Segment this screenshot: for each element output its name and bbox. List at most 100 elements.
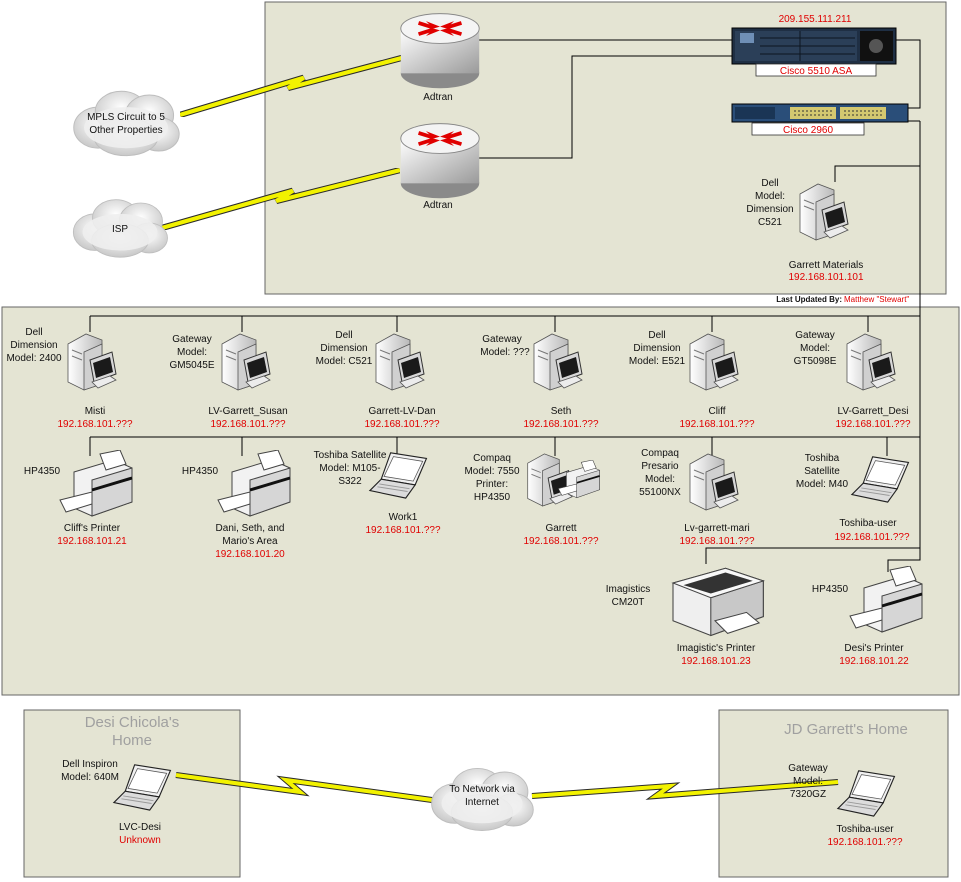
garrett-ip: 192.168.101.??? [523, 536, 599, 547]
dan-model-1: Dell [335, 330, 352, 341]
misti-model-2: Dimension [10, 340, 57, 351]
jd-home-name: Toshiba-user [836, 824, 894, 835]
garrett-model-4: HP4350 [474, 492, 511, 503]
internet-cloud-label-2: Internet [465, 797, 499, 808]
toshiba-model-2: Satellite [804, 466, 840, 477]
imagistics-ip: 192.168.101.23 [681, 656, 751, 667]
dan-model-2: Dimension [320, 343, 367, 354]
cloud-icon [73, 90, 180, 157]
area-printer-name-1: Dani, Seth, and [216, 523, 285, 534]
garrett-materials-model-3: Dimension [746, 204, 793, 215]
cliff-model-1: Dell [648, 330, 665, 341]
jd-home-model-3: 7320GZ [790, 789, 826, 800]
dan-model-3: Model: C521 [316, 356, 373, 367]
mari-name: Lv-garrett-mari [684, 523, 750, 534]
cliff-name: Cliff [708, 406, 725, 417]
desi-home: Desi Chicola's Home Dell Inspiron Model:… [61, 714, 179, 846]
garrett-name: Garrett [545, 523, 576, 534]
cliff-model-2: Dimension [633, 343, 680, 354]
area-printer-model: HP4350 [182, 466, 219, 477]
firewall-icon [731, 27, 897, 65]
internet-link-right [531, 779, 839, 800]
toshiba-name: Toshiba-user [839, 518, 897, 529]
asa-label-box [755, 63, 877, 77]
desi-printer-ip: 192.168.101.22 [839, 656, 909, 667]
mari-ip: 192.168.101.??? [679, 536, 755, 547]
cliffs-printer-model: HP4350 [24, 466, 61, 477]
susan-model-1: Gateway [172, 334, 211, 345]
susan-model-3: GM5045E [169, 360, 214, 371]
internet-cloud-label-1: To Network via [449, 784, 515, 795]
mari-model-4: 55100NX [639, 487, 681, 498]
misti-model-1: Dell [25, 327, 42, 338]
susan-ip: 192.168.101.??? [210, 419, 286, 430]
susan-model-2: Model: [177, 347, 207, 358]
asa-ip: 209.155.111.211 [779, 14, 852, 25]
work1-name: Work1 [389, 512, 418, 523]
desi-pc-model-1: Gateway [795, 330, 834, 341]
mari-model-1: Compaq [641, 448, 679, 459]
desi-home-model-1: Dell Inspiron [62, 759, 118, 770]
lan-row-3: Imagistics CM20T Imagistic's Printer 192… [606, 566, 924, 667]
desi-home-title-2: Home [112, 732, 152, 749]
jd-home-title: JD Garrett's Home [784, 721, 908, 738]
internet-link-left [175, 772, 433, 803]
garrett-materials-name: Garrett Materials [789, 260, 863, 271]
router-icon [398, 11, 482, 91]
imagistics-model-2: CM20T [612, 597, 645, 608]
jd-home-ip: 192.168.101.??? [827, 837, 903, 848]
cliff-ip: 192.168.101.??? [679, 419, 755, 430]
desi-pc-name: LV-Garrett_Desi [838, 406, 909, 417]
misti-model-3: Model: 2400 [6, 353, 61, 364]
asa-label: Cisco 5510 ASA [780, 66, 853, 77]
work1-model-2: Model: M105- [319, 463, 380, 474]
switch-label-box [751, 122, 865, 136]
misti-name: Misti [85, 406, 106, 417]
toshiba-model-1: Toshiba [805, 453, 840, 464]
misti-ip: 192.168.101.??? [57, 419, 133, 430]
cliffs-printer-ip: 192.168.101.21 [57, 536, 127, 547]
desi-printer-model: HP4350 [812, 584, 849, 595]
desi-home-title-1: Desi Chicola's [85, 714, 180, 731]
router-bottom-label: Adtran [423, 200, 452, 211]
jd-home-model-1: Gateway [788, 763, 827, 774]
garrett-model-3: Printer: [476, 479, 508, 490]
mari-model-2: Presario [641, 461, 679, 472]
lan-row-1: Dell Dimension Model: 2400 Misti 192.168… [6, 327, 910, 430]
garrett-materials-ip: 192.168.101.101 [788, 272, 864, 283]
work1-model-1: Toshiba Satellite [314, 450, 387, 461]
desi-home-name: LVC-Desi [119, 822, 161, 833]
work1-model-3: S322 [338, 476, 362, 487]
seth-name: Seth [551, 406, 572, 417]
network-links [89, 39, 921, 572]
desi-home-model-2: Model: 640M [61, 772, 119, 783]
switch-label: Cisco 2960 [783, 125, 833, 136]
cliff-model-3: Model: E521 [629, 356, 686, 367]
toshiba-model-3: Model: M40 [796, 479, 849, 490]
router-icon [398, 121, 482, 201]
susan-name: LV-Garrett_Susan [208, 406, 287, 417]
jd-home-model-2: Model: [793, 776, 823, 787]
imagistics-model-1: Imagistics [606, 584, 650, 595]
work1-ip: 192.168.101.??? [365, 525, 441, 536]
seth-ip: 192.168.101.??? [523, 419, 599, 430]
area-printer-ip: 192.168.101.20 [215, 549, 285, 560]
mari-model-3: Model: [645, 474, 675, 485]
jd-home-panel [718, 709, 949, 878]
desi-pc-model-3: GT5098E [794, 356, 837, 367]
dan-name: Garrett-LV-Dan [368, 406, 435, 417]
garrett-materials-model-2: Model: [755, 191, 785, 202]
router-top-label: Adtran [423, 92, 452, 103]
desi-home-status: Unknown [119, 835, 161, 846]
jd-home: JD Garrett's Home Gateway Model: 7320GZ … [784, 721, 908, 848]
last-updated-name: Matthew "Stewart" [844, 295, 909, 304]
garrett-model-1: Compaq [473, 453, 511, 464]
cliffs-printer-name: Cliff's Printer [64, 523, 121, 534]
area-printer-name-2: Mario's Area [222, 536, 278, 547]
switch-icon [731, 103, 909, 123]
dan-ip: 192.168.101.??? [364, 419, 440, 430]
last-updated-label: Last Updated By: [776, 295, 842, 304]
seth-model-2: Model: ??? [480, 347, 530, 358]
mpls-cloud-label-2: Other Properties [89, 125, 162, 136]
